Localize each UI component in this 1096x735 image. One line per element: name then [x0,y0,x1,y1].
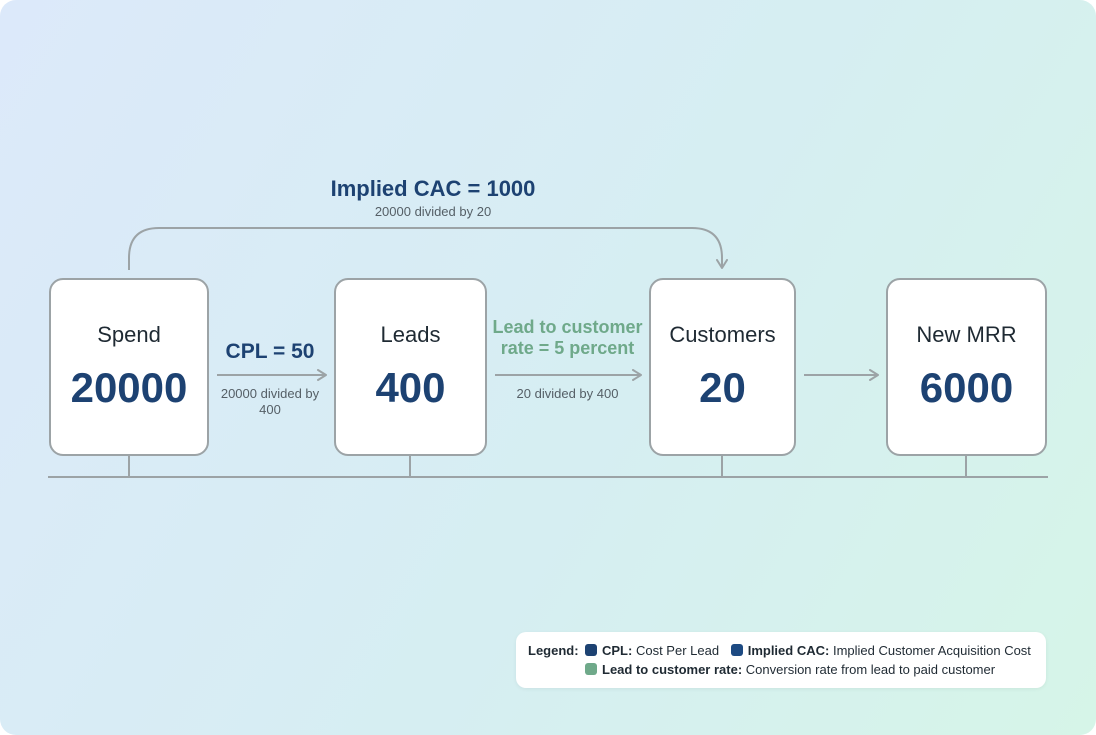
legend-key: Implied CAC: [747,643,830,658]
legend-item-rate: Lead to customer rate: Conversion rate f… [585,662,995,677]
legend-text: Cost Per Lead [635,643,720,658]
node-new-mrr: New MRR 6000 [886,278,1047,456]
legend-text: Conversion rate from lead to paid custom… [745,662,996,677]
node-label: Spend [97,322,161,347]
cac-subtitle: 20000 divided by 20 [374,204,492,219]
legend-key: Lead to customer rate: [602,662,743,677]
legend-key: CPL: [602,643,633,658]
node-leads: Leads 400 [334,278,487,456]
legend-item-cpl: CPL: Cost Per Lead [585,643,719,658]
node-label: Customers [669,322,776,347]
cac-arc-arrow [128,227,728,270]
node-value: 400 [375,364,446,411]
legend-swatch-rate [585,663,597,675]
node-label: New MRR [916,322,1017,347]
legend-swatch-cpl [585,644,597,656]
cpl-subtitle: 20000 divided by 400 [220,386,320,417]
node-value: 20000 [70,364,188,411]
legend-text: Implied Customer Acquisition Cost [832,643,1031,658]
cpl-title: CPL = 50 [225,340,315,363]
legend-item-cac: Implied CAC: Implied Customer Acquisitio… [730,643,1031,658]
legend-swatch-cac [730,644,743,656]
node-label: Leads [380,322,441,347]
legend: Legend: CPL: Cost Per Lead Implied CAC: … [516,632,1046,688]
node-value: 6000 [919,364,1014,411]
node-customers: Customers 20 [649,278,796,456]
node-spend: Spend 20000 [49,278,209,456]
rate-title: Lead to customer rate = 5 percent [492,317,643,358]
cac-title: Implied CAC = 1000 [330,176,536,201]
node-value: 20 [699,364,746,411]
legend-title: Legend: [528,643,579,658]
rate-subtitle: 20 divided by 400 [516,386,619,401]
